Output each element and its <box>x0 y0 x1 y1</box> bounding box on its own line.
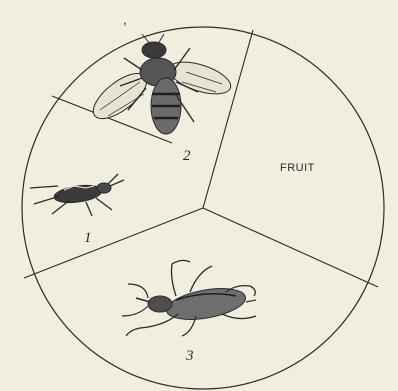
divider-line-left <box>24 208 203 278</box>
divider-line-right <box>203 208 378 287</box>
insect-1-illustration <box>30 174 124 216</box>
divider-line-top <box>203 30 253 208</box>
segment-1-label: 1 <box>84 230 92 246</box>
segment-2-label: 2 <box>183 148 191 164</box>
stray-mark: , <box>123 12 127 27</box>
segment-3-label: 3 <box>185 348 194 364</box>
insect-3-illustration <box>122 260 256 336</box>
segment-fruit-label: FRUIT <box>280 162 315 174</box>
insect-2-illustration <box>86 34 234 134</box>
